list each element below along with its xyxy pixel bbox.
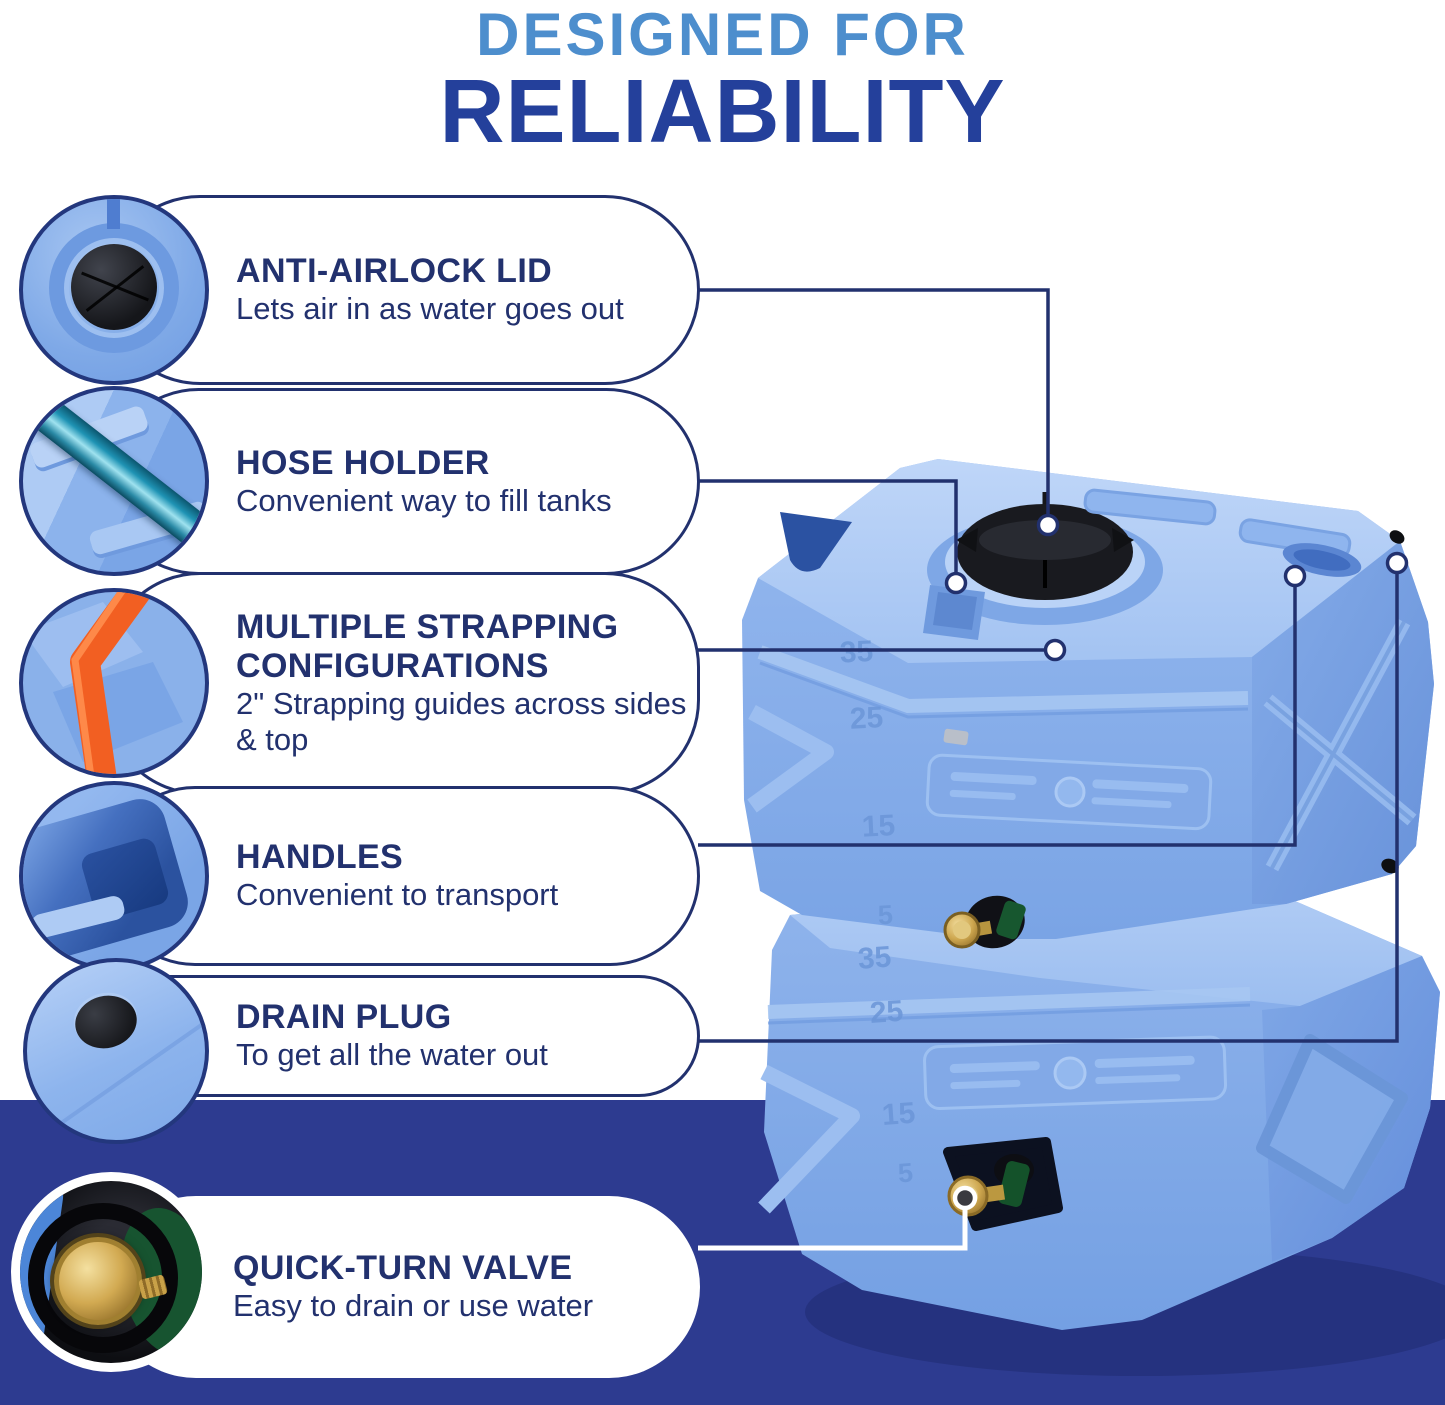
gallon-marking: 35 xyxy=(857,941,893,976)
feature-description: Convenient to transport xyxy=(236,877,559,913)
feature-photo-handles xyxy=(19,781,209,971)
brass-cap xyxy=(54,1237,142,1325)
upper-valve xyxy=(943,895,1026,949)
feature-title: MULTIPLE STRAPPING CONFIGURATIONS xyxy=(236,608,619,685)
gallon-marking: 15 xyxy=(861,809,896,844)
feature-description: Lets air in as water goes out xyxy=(236,291,624,327)
feature-title: DRAIN PLUG xyxy=(236,998,452,1037)
brand-plate xyxy=(925,753,1213,831)
gallon-marking: 35 xyxy=(839,635,874,670)
anti-airlock-lid xyxy=(956,504,1134,600)
callout-dot-handle xyxy=(1283,564,1307,588)
connector-anti-airlock xyxy=(698,288,1050,525)
feature-photo-quick-turn-valve xyxy=(11,1172,211,1372)
feature-title: HANDLES xyxy=(236,838,404,877)
feature-title: ANTI-AIRLOCK LID xyxy=(236,252,553,291)
gallon-marking: 25 xyxy=(869,995,905,1030)
feature-pill: MULTIPLE STRAPPING CONFIGURATIONS 2" Str… xyxy=(105,572,700,795)
title-main: RELIABILITY xyxy=(439,62,1006,163)
feature-description: To get all the water out xyxy=(236,1037,548,1073)
callout-dot-lid xyxy=(1036,513,1060,537)
gallon-marking: 25 xyxy=(849,701,884,736)
feature-title: QUICK-TURN VALVE xyxy=(233,1249,573,1288)
feature-description: Convenient way to fill tanks xyxy=(236,482,612,518)
callout-dot-hose xyxy=(944,571,968,595)
connector-quick-turn-valve xyxy=(698,1198,968,1251)
connector-hose-holder xyxy=(698,479,958,583)
feature-photo-strapping xyxy=(19,588,209,778)
feature-title: HOSE HOLDER xyxy=(236,443,490,482)
drain-plug-dot xyxy=(1389,530,1405,544)
feature-pill: HANDLES Convenient to transport xyxy=(105,786,700,966)
callout-dot-drain xyxy=(1385,551,1409,575)
feature-photo-drain-plug xyxy=(23,958,209,1144)
strap-art xyxy=(23,592,183,774)
metal-clip xyxy=(943,728,969,746)
lower-tank: 35 25 15 5 xyxy=(758,880,1440,1330)
gallon-marking: 5 xyxy=(897,1158,914,1189)
feature-pill: ANTI-AIRLOCK LID Lets air in as water go… xyxy=(105,195,700,385)
header: DESIGNED FOR RELIABILITY xyxy=(0,0,1445,157)
gallon-marking: 15 xyxy=(881,1097,917,1132)
connector-drain-plug xyxy=(698,563,1399,1043)
callout-dot-valve xyxy=(952,1185,978,1211)
drain-plug-dot xyxy=(1381,858,1399,874)
feature-description: 2" Strapping guides across sides & top xyxy=(236,685,687,758)
upper-tank: 35 25 15 5 xyxy=(742,459,1434,949)
title-kicker: DESIGNED FOR xyxy=(476,1,969,68)
feature-photo-hose-holder xyxy=(19,386,209,576)
corner-handle-hole xyxy=(780,512,852,572)
orange-strap xyxy=(70,592,155,774)
lid-slot xyxy=(107,199,120,229)
feature-description: Easy to drain or use water xyxy=(233,1288,594,1324)
connector-handles xyxy=(698,576,1297,847)
gallon-marking: 5 xyxy=(877,900,894,931)
callout-dot-strap xyxy=(1043,638,1067,662)
feature-photo-anti-airlock-lid xyxy=(19,195,209,385)
drain-plug xyxy=(69,989,143,1055)
